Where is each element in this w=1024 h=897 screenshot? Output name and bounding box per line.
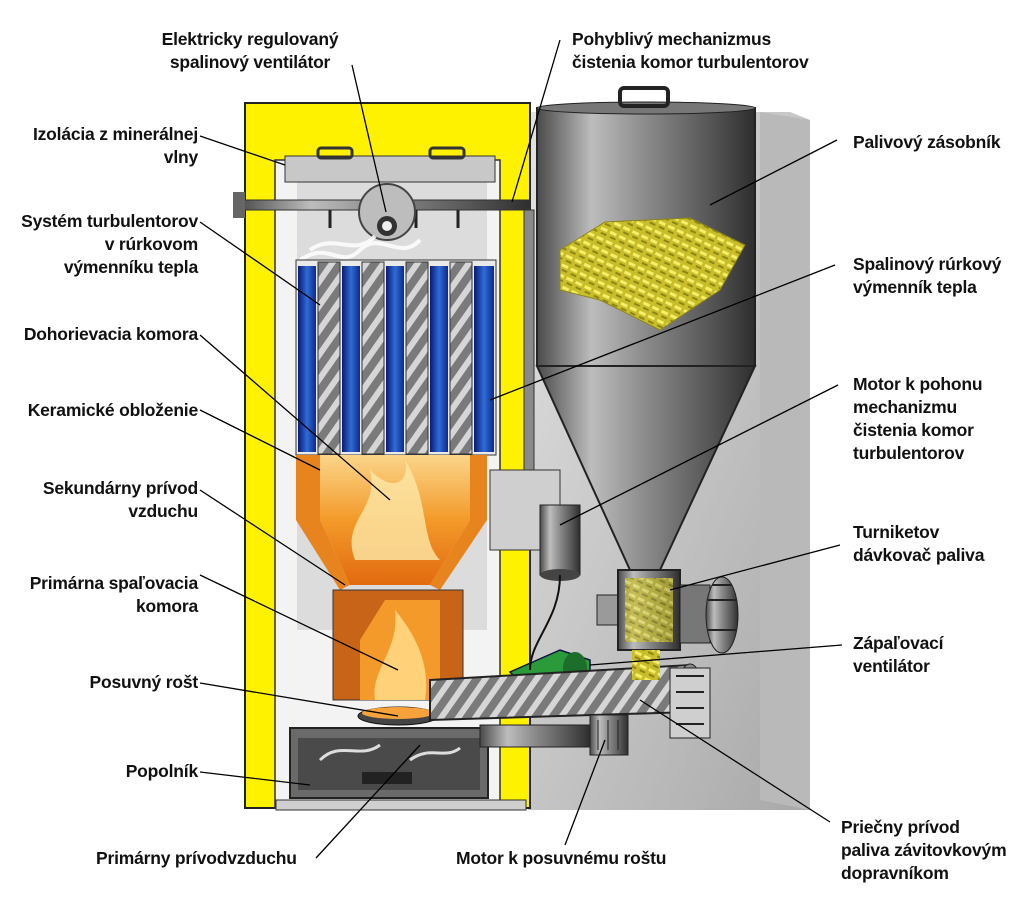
cross-feed-auger xyxy=(429,650,711,739)
cleaning-motor xyxy=(489,209,581,581)
label-primary-chamber: Primárna spaľovacia komora xyxy=(29,573,199,616)
label-ceramic-lining: Keramické obloženie xyxy=(27,400,198,420)
label-afterburn-chamber: Dohorievacia komora xyxy=(23,324,198,344)
label-cleaning-motor: Motor k pohonu mechanizmu čistenia komor… xyxy=(853,374,983,463)
label-rotary-feeder: Turniketov dávkovač paliva xyxy=(853,522,985,565)
label-ash-pan: Popolník xyxy=(125,761,198,781)
label-moving-grate: Posuvný rošt xyxy=(89,672,199,692)
ceramic-lining xyxy=(296,455,487,590)
label-cross-feed: Priečny prívod paliva závitovkovým dopra… xyxy=(841,817,1007,883)
flue-fan xyxy=(358,183,416,241)
grate-motor xyxy=(479,714,629,756)
label-ignition-fan: Zápaľovací ventilátor xyxy=(853,633,944,676)
smoke-swirls xyxy=(298,234,422,262)
label-insulation: Izolácia z minerálnej vlny xyxy=(32,124,198,167)
label-fuel-hopper: Palivový zásobník xyxy=(853,132,1001,152)
boiler-top-lid xyxy=(284,146,496,183)
label-secondary-air: Sekundárny prívod vzduchu xyxy=(42,478,198,521)
label-grate-motor: Motor k posuvnému roštu xyxy=(456,848,667,868)
motor-wire xyxy=(529,574,561,671)
ash-pan xyxy=(289,727,489,799)
rotary-feeder xyxy=(596,569,739,654)
primary-chamber xyxy=(332,589,464,701)
label-flue-fan: Elektricky regulovaný spalinový ventilát… xyxy=(161,29,339,72)
leader-lines xyxy=(199,39,843,859)
label-primary-air: Primárny prívodvzduchu xyxy=(96,848,297,868)
fuel-hopper xyxy=(535,86,757,571)
label-cleaning-mechanism: Pohyblivý mechanizmus čistenia komor tur… xyxy=(572,29,809,72)
label-turbulator-system: Systém turbulentorov v rúrkovom výmenník… xyxy=(21,211,198,277)
label-flue-exchanger: Spalinový rúrkový výmenník tepla xyxy=(853,254,1002,297)
heat-exchanger xyxy=(295,259,497,456)
